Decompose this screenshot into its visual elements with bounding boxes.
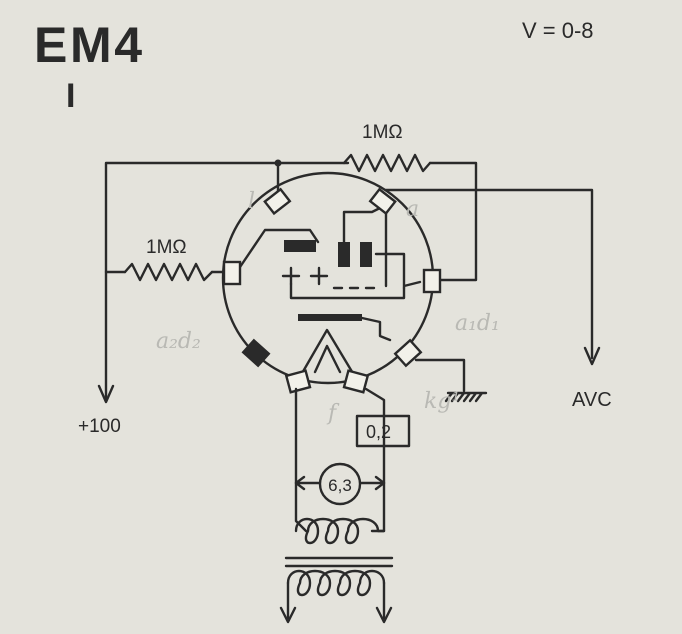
plus-symbol-right [309, 266, 329, 286]
pin-f-left [284, 369, 312, 394]
pencil-note-l: l [248, 189, 255, 214]
internal-lead-a1 [374, 252, 422, 290]
arrow-transformer-left [279, 606, 297, 624]
pencil-note-kg1: kg¹ [424, 389, 460, 414]
pin-l [263, 187, 292, 216]
tube-type-title: EM4 [34, 17, 142, 73]
arrow-avc [583, 346, 601, 366]
internal-lead-bottom [289, 282, 406, 300]
transformer-primary [294, 517, 386, 545]
cathode-bar [298, 314, 362, 321]
tube-roman-numeral: I [66, 77, 75, 115]
wire-filament-right [364, 387, 386, 533]
heater-filament [299, 328, 356, 377]
electrode-plate-1 [338, 242, 350, 267]
pencil-note-a2d2: a₂d₂ [156, 329, 201, 354]
supply-label: +100 [78, 416, 121, 437]
heater-inner [313, 344, 342, 374]
filament-current-label: 0,2 [366, 422, 391, 442]
voltage-circle [318, 462, 362, 506]
pin-left [222, 260, 242, 286]
transformer-core [284, 556, 394, 568]
wire-filament-left [294, 387, 308, 533]
pin-a2d2 [241, 338, 271, 368]
plus-symbol-left [281, 266, 301, 286]
internal-lead-right [342, 206, 382, 244]
electrode-plate-2 [360, 242, 372, 267]
electrode-bar [284, 240, 316, 252]
pencil-note-f: f [326, 401, 340, 426]
cathode-lead [360, 316, 392, 342]
resistor-1m-top [342, 153, 432, 173]
pencil-note-a: a [406, 197, 419, 222]
wire-avc [384, 188, 594, 360]
resistor-top-label: 1MΩ [362, 122, 403, 143]
wire-ground [414, 358, 466, 393]
current-box [355, 414, 411, 448]
wire-transformer-out [286, 581, 386, 620]
wire-supply-rail [104, 161, 350, 402]
pencil-note-a1d1: a₁d₁ [455, 311, 500, 336]
arrow-supply [97, 384, 115, 404]
pin-kg1 [393, 338, 423, 368]
pin-f-right [342, 369, 370, 394]
avc-label: AVC [572, 389, 612, 411]
pin-a [368, 187, 397, 216]
transformer-secondary [286, 569, 386, 597]
filament-voltage-label: 6,3 [328, 476, 352, 495]
internal-lead-left [236, 228, 320, 272]
wire-top-right [428, 161, 478, 282]
pin-a1d1 [422, 268, 442, 294]
resistor-1m-left [123, 262, 214, 282]
voltage-note: V = 0-8 [522, 18, 594, 43]
resistor-left-label: 1MΩ [146, 237, 187, 258]
arrow-transformer-right [375, 606, 393, 624]
ground-icon [444, 391, 488, 403]
